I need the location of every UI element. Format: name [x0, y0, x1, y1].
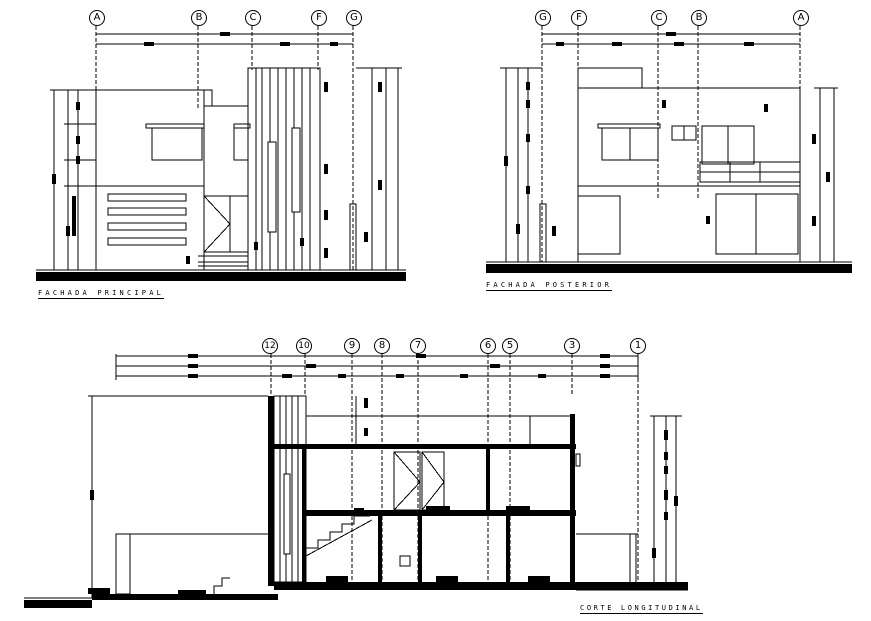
front-elevation: [36, 26, 406, 281]
axis-bubble: 5: [502, 338, 518, 354]
longitudinal-section: [24, 354, 688, 608]
axis-bubble: B: [691, 10, 707, 26]
axis-bubble: A: [89, 10, 105, 26]
axis-bubble: 1: [630, 338, 646, 354]
axis-bubble: 12: [262, 338, 278, 354]
axis-bubble: G: [346, 10, 362, 26]
axis-bubble: 10: [296, 338, 312, 354]
axis-bubble: B: [191, 10, 207, 26]
axis-bubble: F: [311, 10, 327, 26]
axis-bubble: C: [651, 10, 667, 26]
axis-bubble: 6: [480, 338, 496, 354]
axis-bubble: 7: [410, 338, 426, 354]
section-title: CORTE LONGITUDINAL: [580, 604, 703, 614]
rear-elevation: [486, 26, 852, 273]
axis-bubble: F: [571, 10, 587, 26]
axis-bubble: 8: [374, 338, 390, 354]
axis-bubble: 9: [344, 338, 360, 354]
axis-bubble: A: [793, 10, 809, 26]
axis-bubble: 3: [564, 338, 580, 354]
rear-elevation-title: FACHADA POSTERIOR: [486, 281, 613, 291]
front-elevation-title: FACHADA PRINCIPAL: [38, 289, 165, 299]
axis-bubble: G: [535, 10, 551, 26]
axis-bubble: C: [245, 10, 261, 26]
